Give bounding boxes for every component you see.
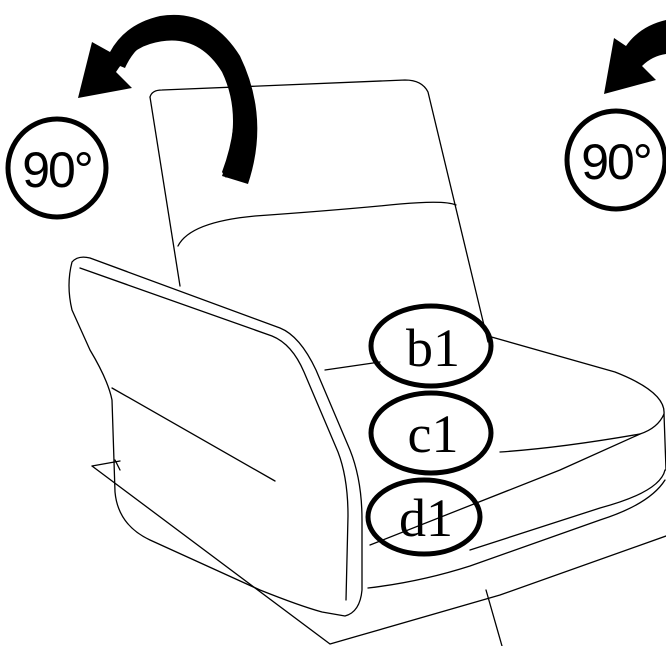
chair-base <box>91 460 666 646</box>
part-label-b1-text: b1 <box>406 318 460 378</box>
part-label-d1-text: d1 <box>399 488 453 548</box>
armrest-panel <box>68 256 363 617</box>
rotate-left-arrow-icon <box>604 20 666 94</box>
seat-cushion <box>324 335 666 589</box>
rotation-angle-badge-left: 90° <box>5 116 109 220</box>
part-label-c1-text: c1 <box>408 404 459 464</box>
part-label-b1: b1 <box>368 303 494 389</box>
part-label-c1: c1 <box>368 390 494 476</box>
rotation-angle-label-right: 90° <box>581 134 651 190</box>
backrest <box>149 79 489 343</box>
rotation-angle-label-left: 90° <box>22 142 92 198</box>
rotate-left-arrow-icon <box>78 14 258 184</box>
rotation-angle-badge-right: 90° <box>564 108 666 212</box>
part-label-d1: d1 <box>365 477 483 557</box>
